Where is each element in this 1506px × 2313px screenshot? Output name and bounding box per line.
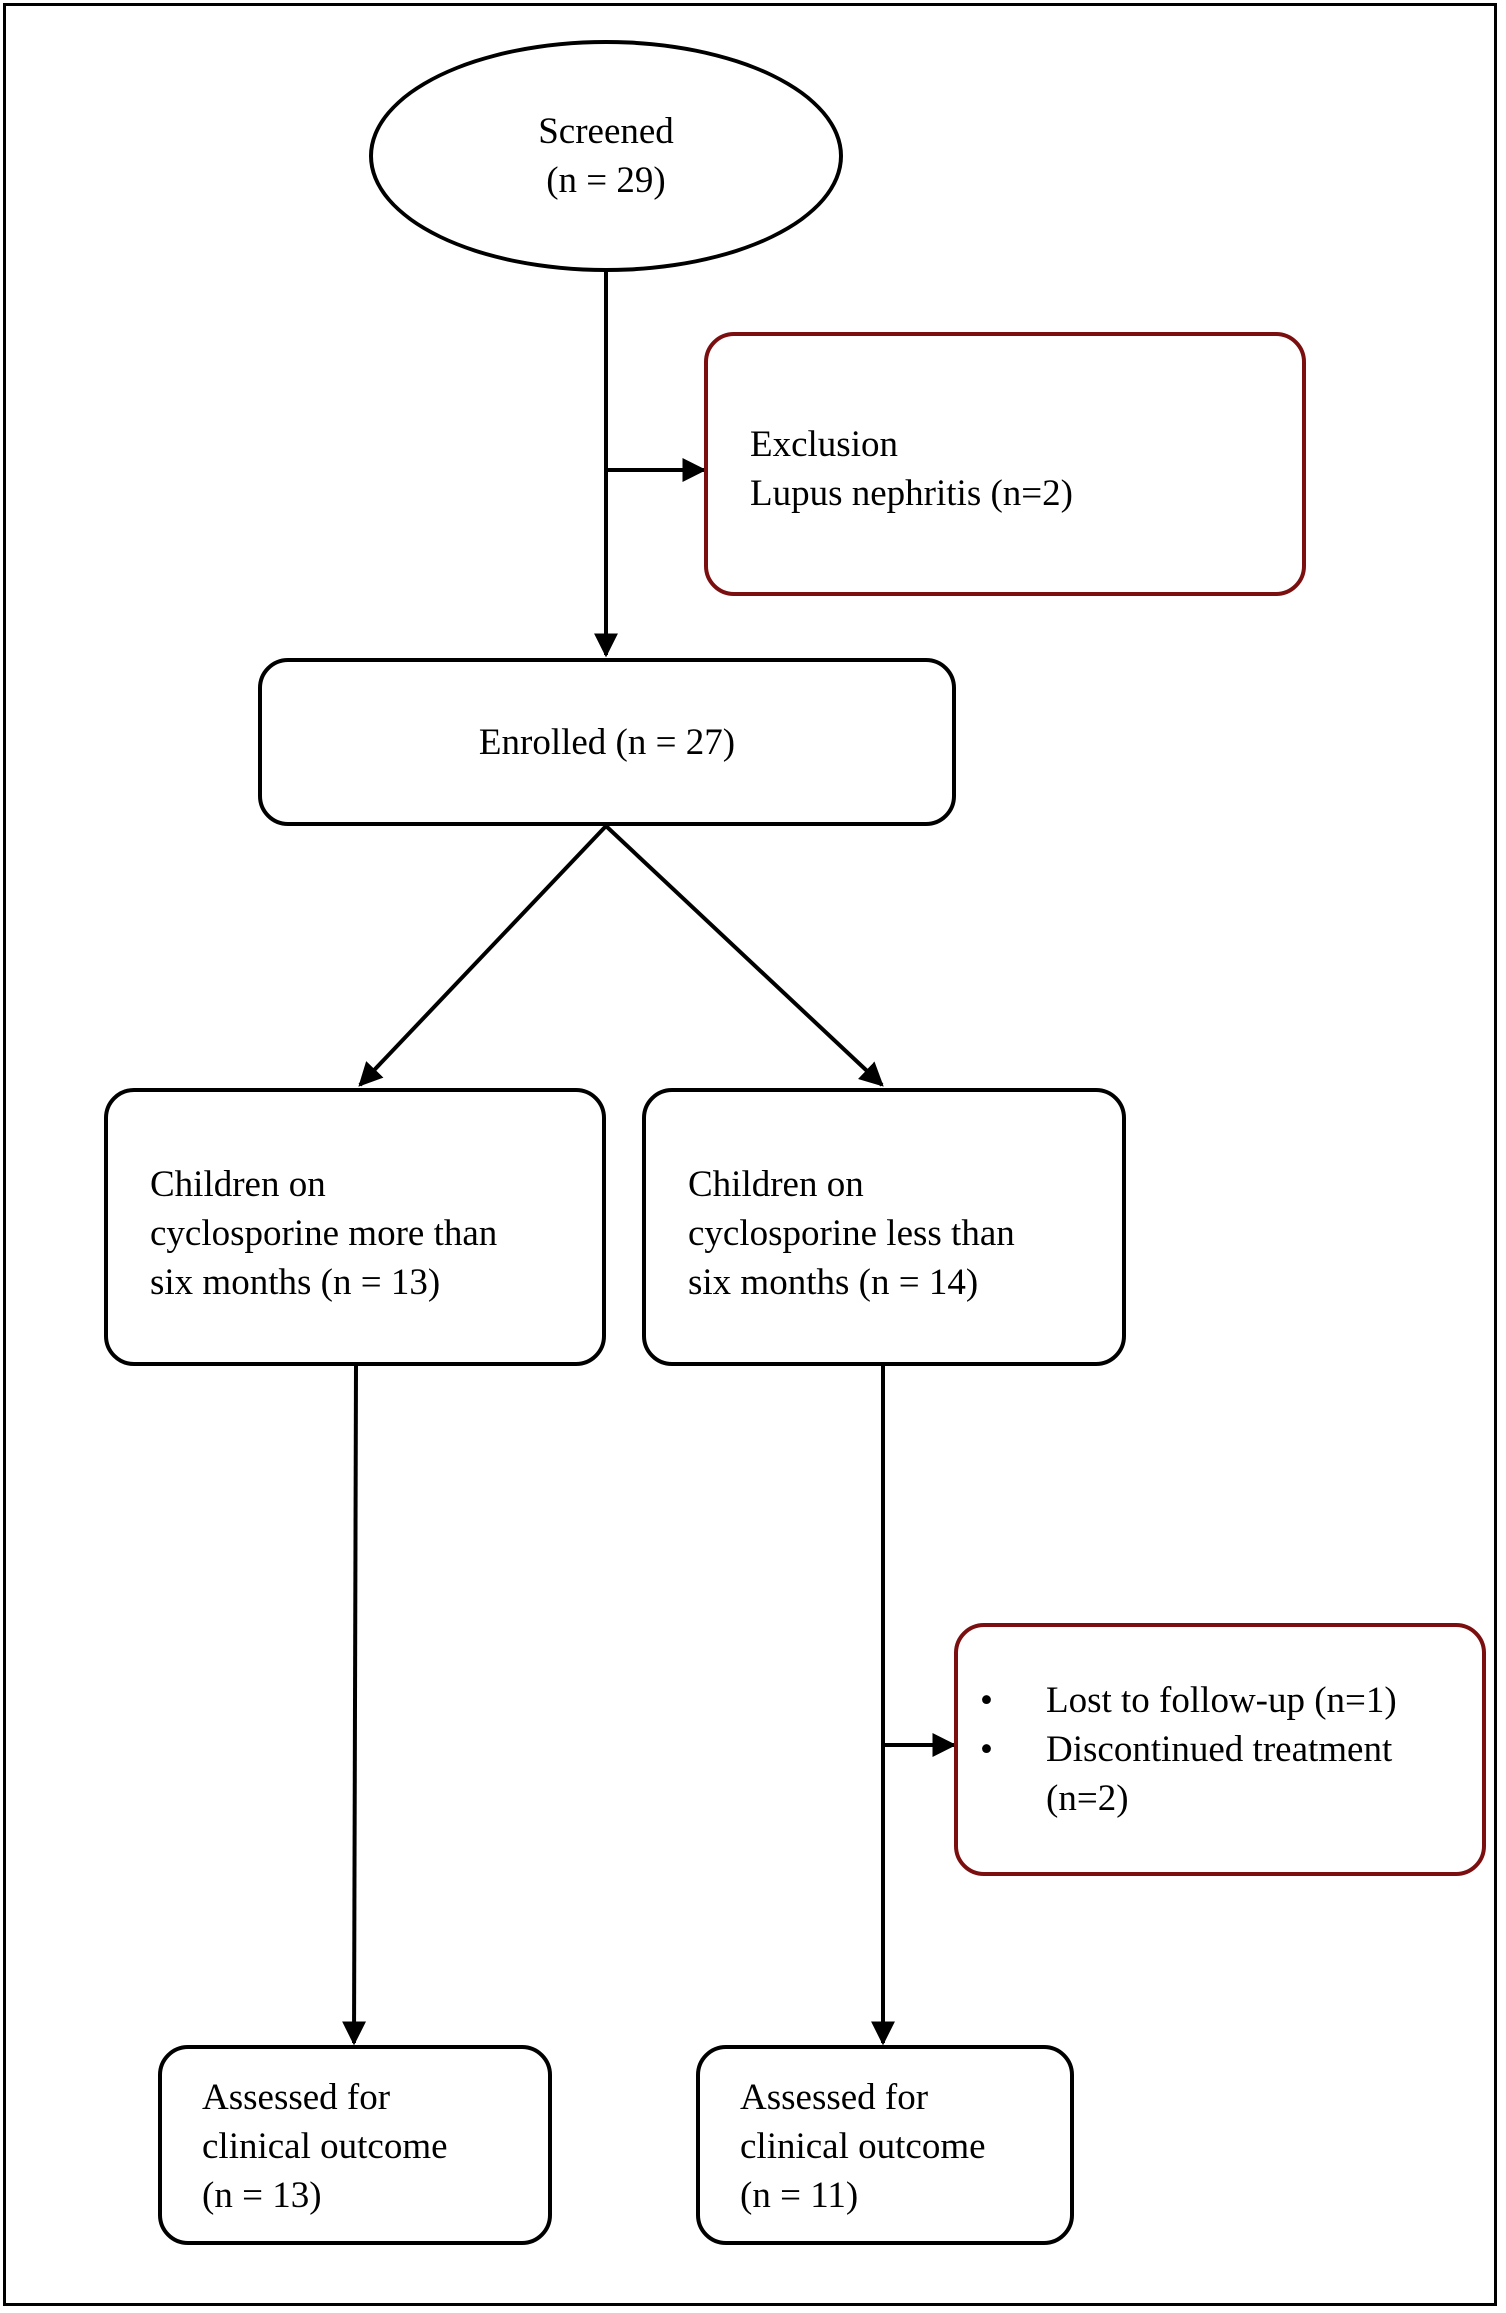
- enrolled-node: Enrolled (n = 27): [258, 658, 956, 826]
- exclusion-less-continuation: (n=2): [958, 1774, 1482, 1823]
- outcome-less-line1: Assessed for: [740, 2077, 929, 2118]
- group-less-line2: cyclosporine less than: [688, 1213, 1015, 1254]
- arrow-enrolled-to-group-less: [604, 824, 884, 1087]
- group-less-line3: six months (n = 14): [688, 1262, 979, 1303]
- exclusion-less-item: • Lost to follow-up (n=1): [958, 1676, 1482, 1725]
- group-more-line3: six months (n = 13): [150, 1262, 441, 1303]
- arrow-enrolled-to-group-more: [358, 824, 608, 1087]
- exclusion-top-heading: Exclusion: [750, 424, 898, 465]
- bullet-dot: •: [980, 1729, 993, 1770]
- arrow-group-more-to-outcome: [342, 1365, 367, 2046]
- screened-node: Screened (n = 29): [369, 40, 843, 272]
- exclusion-less-item-text: Discontinued treatment: [1046, 1729, 1393, 1770]
- outcome-more-line2: clinical outcome: [202, 2126, 448, 2167]
- screened-count: (n = 29): [546, 160, 666, 201]
- group-more-line2: cyclosporine more than: [150, 1213, 498, 1254]
- outcome-more-line3: (n = 13): [202, 2175, 322, 2216]
- exclusion-less-continuation-text: (n=2): [1046, 1778, 1129, 1819]
- outcome-less-node: Assessed for clinical outcome (n = 11): [696, 2045, 1074, 2245]
- bullet-dot: •: [980, 1680, 993, 1721]
- group-more-line1: Children on: [150, 1164, 326, 1205]
- exclusion-less-item-text: Lost to follow-up (n=1): [1046, 1680, 1397, 1721]
- figure-frame: [3, 3, 1497, 2306]
- screened-label: Screened: [538, 111, 674, 152]
- exclusion-less-node: • Lost to follow-up (n=1) • Discontinued…: [954, 1623, 1486, 1876]
- group-less-node: Children on cyclosporine less than six m…: [642, 1088, 1126, 1366]
- outcome-more-node: Assessed for clinical outcome (n = 13): [158, 2045, 552, 2245]
- group-more-node: Children on cyclosporine more than six m…: [104, 1088, 606, 1366]
- exclusion-less-item: • Discontinued treatment: [958, 1725, 1482, 1774]
- outcome-less-line3: (n = 11): [740, 2175, 859, 2216]
- exclusion-top-reason: Lupus nephritis (n=2): [750, 473, 1073, 514]
- exclusion-less-list: • Lost to follow-up (n=1) • Discontinued…: [958, 1676, 1482, 1823]
- outcome-less-line2: clinical outcome: [740, 2126, 986, 2167]
- enrolled-label: Enrolled (n = 27): [478, 721, 736, 763]
- outcome-more-line1: Assessed for: [202, 2077, 391, 2118]
- group-less-line1: Children on: [688, 1164, 864, 1205]
- exclusion-top-node: Exclusion Lupus nephritis (n=2): [704, 332, 1306, 596]
